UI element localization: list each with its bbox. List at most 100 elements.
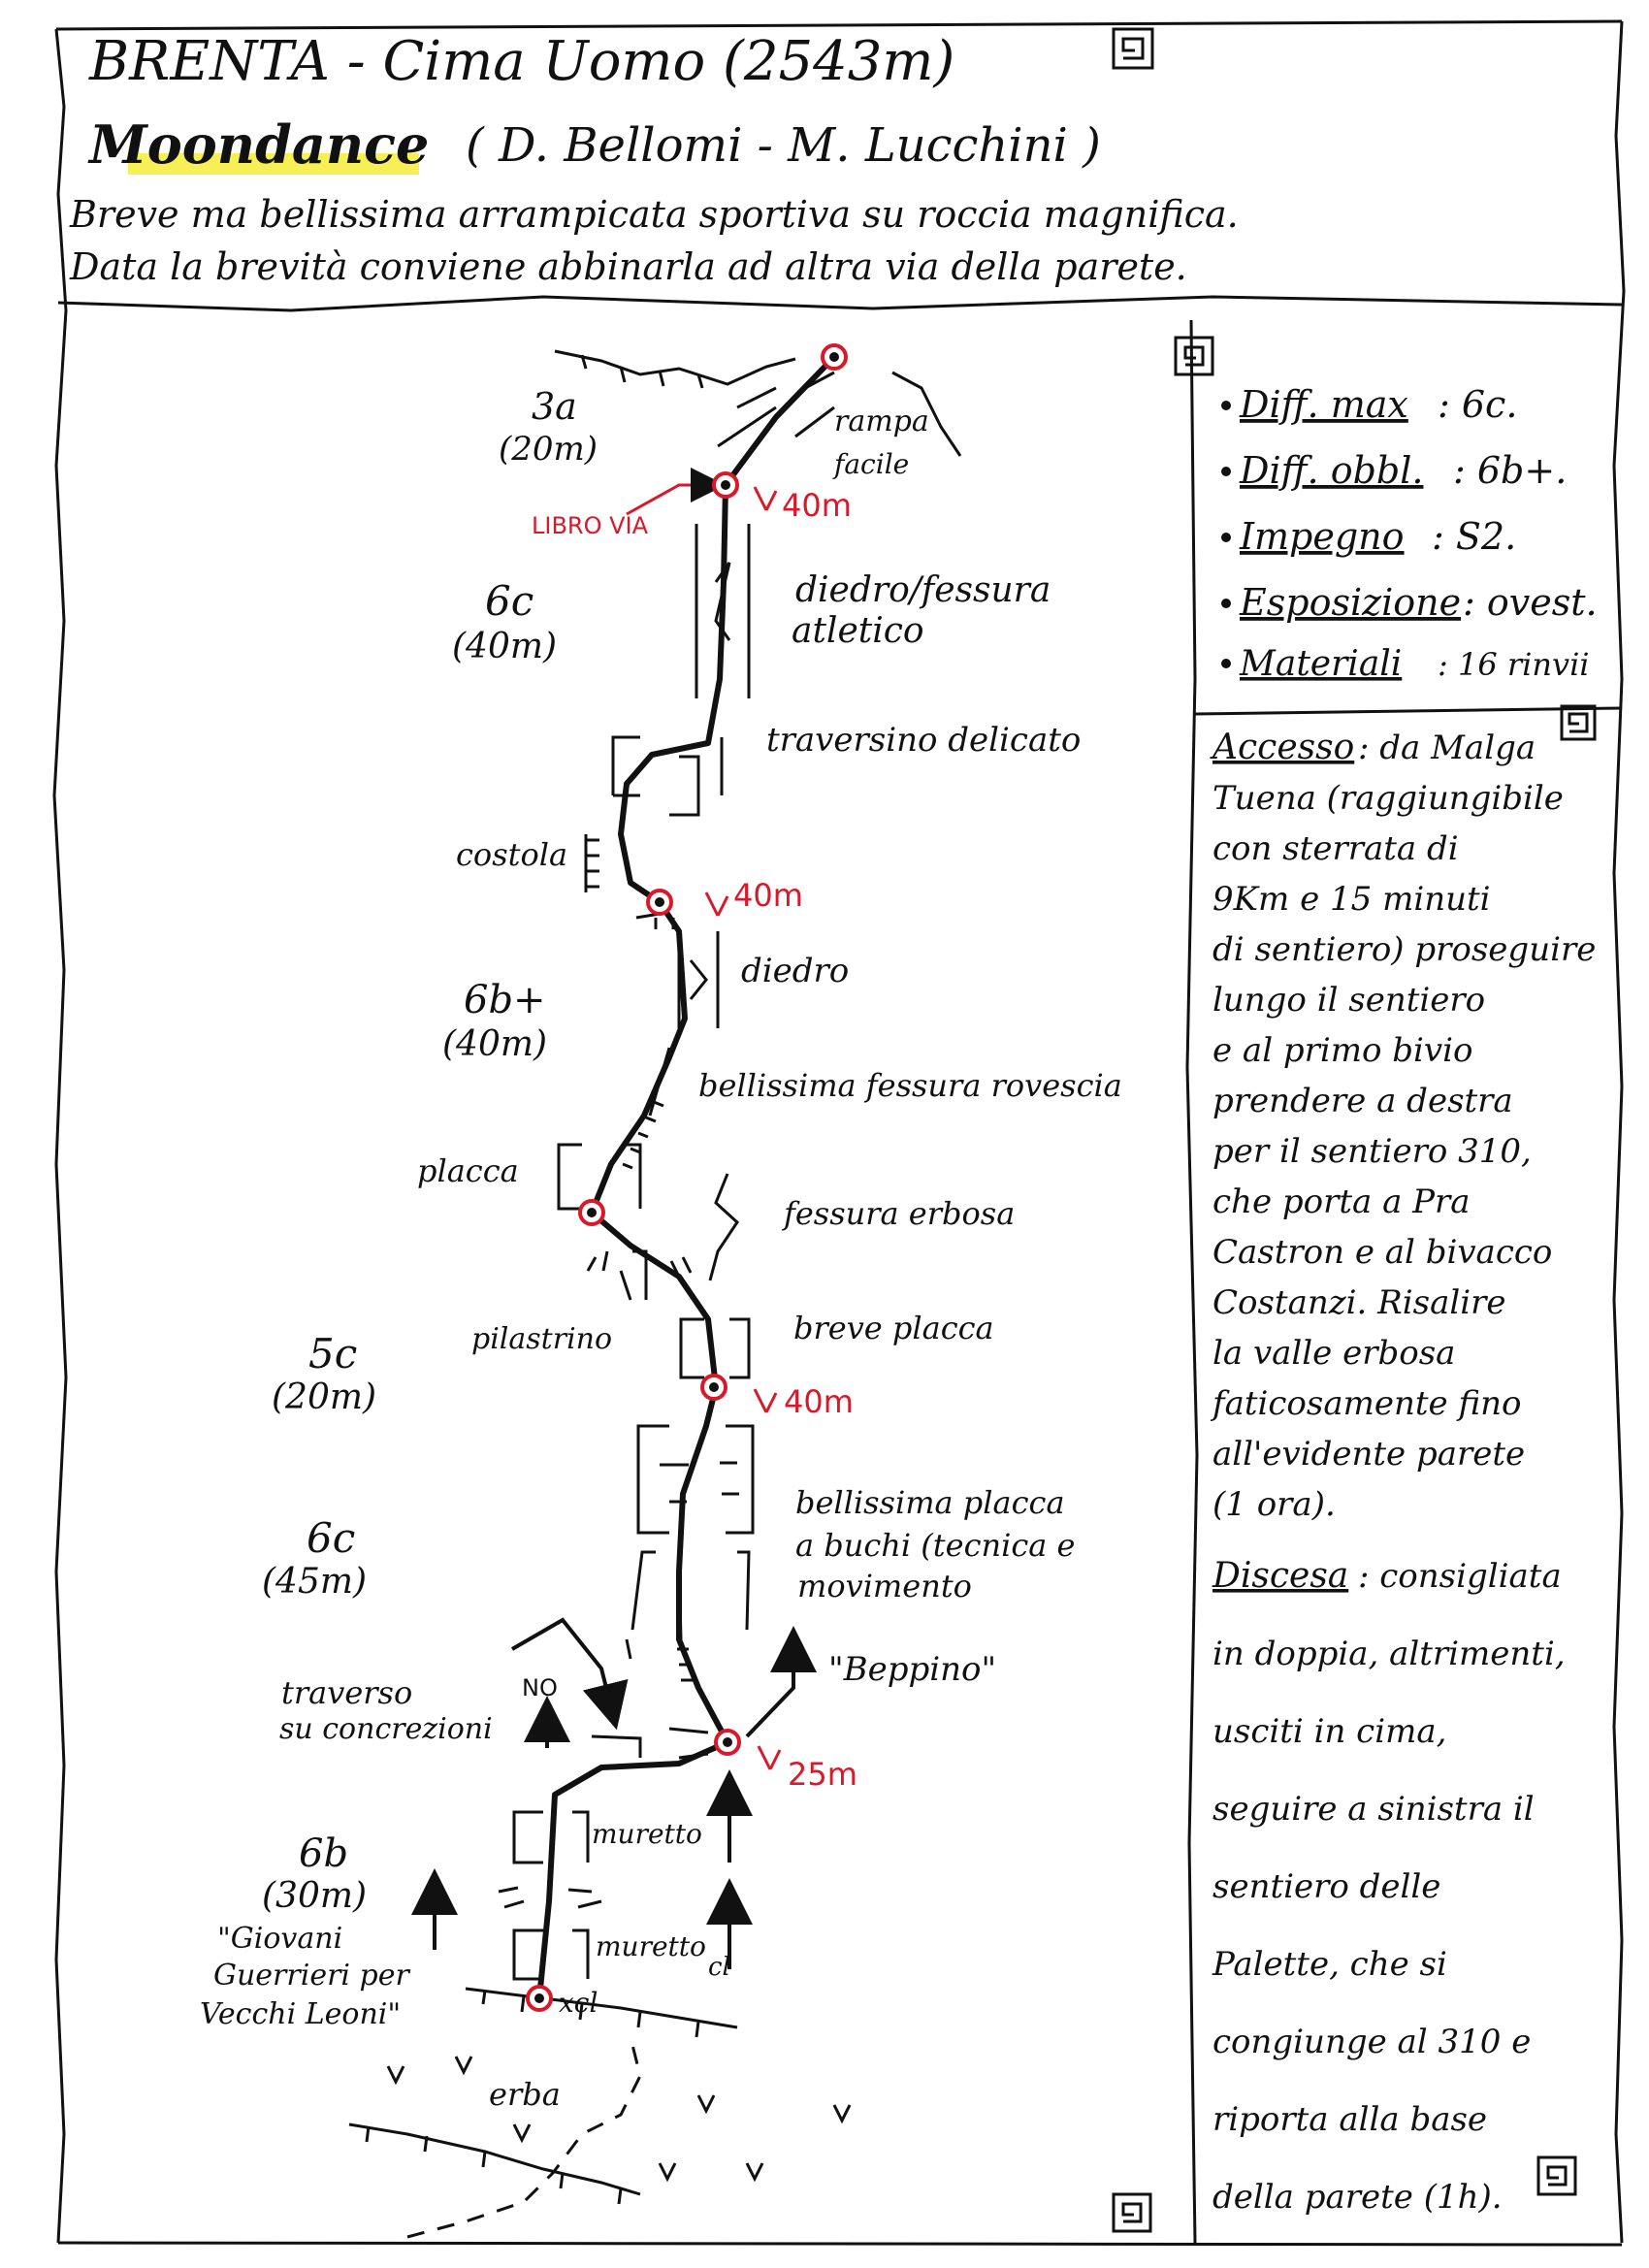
approach-path-dashed — [406, 2036, 642, 2239]
pitch-length: (40m) — [452, 627, 557, 666]
rappel-length: 40m — [733, 877, 803, 914]
beppino-arrow — [745, 1626, 817, 1738]
feature-label: diedro — [741, 952, 849, 990]
info-impegno-label: Impegno — [1239, 515, 1405, 558]
info-esposizione-value: : ovest. — [1463, 581, 1598, 624]
spiral-square-icon — [1560, 704, 1597, 741]
access-line: la valle erbosa — [1212, 1334, 1455, 1373]
access-line: 9Km e 15 minuti — [1212, 880, 1491, 919]
info-materiali-label: Materiali — [1239, 644, 1402, 684]
start-label: xcl — [559, 1987, 598, 2019]
pitch-length: (40m) — [442, 1024, 547, 1064]
info-diff-obbl-label: Diff. obbl. — [1239, 449, 1423, 492]
access-label: Accesso — [1210, 728, 1354, 767]
feature-label: muretto — [592, 1818, 702, 1850]
bullet-icon — [1221, 599, 1231, 608]
info-esposizione-label: Esposizione — [1239, 581, 1461, 624]
access-line: Costanzi. Risalire — [1212, 1283, 1505, 1322]
info-diff-max-value: : 6c. — [1438, 383, 1517, 426]
pitch-length: (20m) — [499, 430, 598, 469]
bullet-icon — [1221, 533, 1231, 542]
feature-label: placca — [417, 1152, 519, 1189]
access-line: di sentiero) proseguire — [1212, 930, 1596, 969]
libro-via-arrow — [626, 468, 726, 516]
descent-line: riporta alla base — [1212, 2100, 1487, 2139]
valley-floor — [348, 2122, 641, 2196]
info-materiali-value: : 16 rinvii — [1438, 646, 1590, 683]
access-line: per il sentiero 310, — [1212, 1132, 1532, 1171]
page-frame — [52, 19, 1626, 2247]
descent-label: Discesa — [1212, 1556, 1348, 1596]
column-divider — [1185, 319, 1199, 2244]
spiral-square-icon — [1112, 27, 1154, 70]
pitch-grade: 6c — [307, 1514, 355, 1562]
rappel-arrows — [704, 486, 782, 1770]
info-diff-obbl-value: : 6b+. — [1453, 449, 1567, 492]
route-title: BRENTA - Cima Uomo (2543m) — [88, 30, 954, 93]
access-line: Tuena (raggiungibile — [1212, 779, 1564, 818]
feature-label: diedro/fessura — [795, 570, 1051, 610]
feature-label: facile — [832, 448, 909, 480]
descent-line: della parete (1h). — [1212, 2178, 1503, 2217]
pitch-grade: 6b+ — [464, 978, 546, 1022]
feature-label: bellissima fessura rovescia — [698, 1067, 1122, 1104]
route-line — [536, 354, 837, 1999]
pitch-grade: 5c — [308, 1330, 357, 1377]
side-route-label: Guerrieri per — [213, 1959, 411, 1993]
descent-line: sentiero delle — [1212, 1867, 1440, 1906]
name-highlight — [128, 153, 419, 175]
pitch-length: (20m) — [272, 1377, 376, 1417]
bullet-icon — [1221, 467, 1231, 476]
start-label: cl — [708, 1953, 730, 1982]
info-impegno-value: : S2. — [1432, 515, 1516, 558]
descent-line: Palette, che si — [1212, 1945, 1447, 1984]
feature-label: costola — [456, 836, 567, 873]
side-route-label: Vecchi Leoni" — [200, 1997, 401, 2031]
summit-ridge — [554, 349, 796, 386]
access-line: lungo il sentiero — [1212, 981, 1485, 1020]
info-list: Diff. max : 6c. Diff. obbl. : 6b+. Impeg… — [1221, 383, 1598, 684]
route-description-line-2: Data la brevità conviene abbinarla ad al… — [69, 245, 1187, 288]
descent-line: usciti in cima, — [1212, 1712, 1446, 1751]
spiral-square-icon — [1174, 336, 1214, 376]
pitch-grade: 3a — [532, 385, 577, 428]
pitch-length: (30m) — [262, 1876, 367, 1916]
base-ledge — [465, 1987, 738, 2029]
feature-label: a buchi (tecnica e — [795, 1527, 1075, 1564]
spiral-square-icon — [1536, 2155, 1577, 2196]
feature-label: breve placca — [793, 1310, 994, 1346]
feature-label: traverso — [281, 1674, 412, 1711]
access-line: che porta a Pra — [1212, 1183, 1471, 1221]
bullet-icon — [1221, 401, 1231, 410]
spiral-square-icon — [1112, 2192, 1152, 2233]
access-line: all'evidente parete — [1212, 1435, 1525, 1474]
side-route-label: "Beppino" — [828, 1650, 996, 1689]
rappel-arrow-icon — [757, 1745, 782, 1770]
rappel-arrow-icon — [704, 891, 729, 917]
rappel-length: 40m — [782, 487, 852, 524]
descent-line: seguire a sinistra il — [1212, 1790, 1535, 1829]
feature-label: fessura erbosa — [782, 1195, 1015, 1232]
info-diff-max-label: Diff. max — [1239, 383, 1408, 426]
bullet-icon — [1221, 659, 1231, 668]
access-line: con sterrata di — [1212, 829, 1459, 868]
rappel-length: 25m — [788, 1756, 857, 1793]
route-description-line-1: Breve ma bellissima arrampicata sportiva… — [69, 193, 1239, 236]
side-route-label: "Giovani — [217, 1922, 342, 1956]
access-line: Castron e al bivacco — [1212, 1233, 1552, 1272]
info-divider — [1194, 706, 1623, 716]
belay-stations — [526, 343, 848, 2012]
route-name: Moondance — [87, 113, 429, 176]
feature-label: movimento — [797, 1568, 972, 1604]
access-line: (1 ora). — [1212, 1485, 1336, 1524]
route-authors: ( D. Bellomi - M. Lucchini ) — [466, 118, 1101, 173]
descent-line: in doppia, altrimenti, — [1212, 1635, 1566, 1673]
feature-label: atletico — [792, 611, 924, 651]
feature-label: pilastrino — [471, 1322, 612, 1356]
access-line: e al primo bivio — [1212, 1031, 1472, 1070]
access-line: prendere a destra — [1212, 1082, 1513, 1120]
access-line: faticosamente fino — [1210, 1384, 1522, 1423]
